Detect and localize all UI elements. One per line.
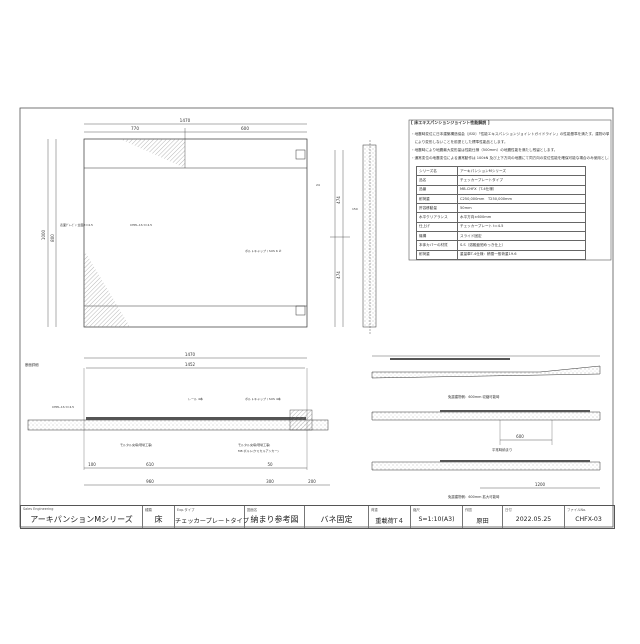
table-row: 仕上げチェッカープレート t=4.5 bbox=[416, 221, 586, 233]
tb-author: 作図 原田 bbox=[463, 506, 503, 528]
title-block: Sales Engineering アーキパンションMシリーズ 種類 床 Exp… bbox=[20, 505, 615, 529]
section-plate-label: CHPL-1S t=4.5 bbox=[52, 405, 74, 409]
notes-box: [ 床エキスパンションジョイント性能解説 ] ・地震時変位に日本建築構造協会〔J… bbox=[409, 120, 611, 260]
notes-line: ・地震時変位に日本建築構造協会〔JSSI〕「性能エキスパンションジョイントガイド… bbox=[411, 132, 609, 136]
detail-dim-600: 600 bbox=[516, 434, 524, 439]
table-row: 水平クリアランス水平方向±600mm bbox=[416, 212, 586, 223]
plan-dim-h-left: 800 bbox=[50, 234, 55, 242]
tb-load: 荷重 重載荷T４ bbox=[369, 506, 411, 528]
notes-title: [ 床エキスパンションジョイント性能解説 ] bbox=[411, 120, 490, 125]
plan-plate-label: CHPL-1S t=4.5 bbox=[130, 223, 152, 227]
plan-dim-small: 24 bbox=[316, 183, 320, 187]
tb-method: バネ固定 bbox=[305, 506, 369, 528]
notes-line: ・通常変位の地震変位による通常動作は 100kN 及び上下方向の地震にて同方向の… bbox=[411, 156, 609, 160]
notes-line: により変形しないことを前提とした標準性能品とします。 bbox=[411, 140, 508, 144]
detail3-label: 免震建物側：600mm 拡大可能時 bbox=[448, 494, 500, 499]
notes-line: ・地震時により地震最大変形量は性能仕様（500mm）の地震性能を満たし残留としま… bbox=[411, 148, 558, 152]
section-dim-b2: 610 bbox=[146, 462, 154, 467]
notes-lines: ・地震時変位に日本建築構造協会〔JSSI〕「性能エキスパンションジョイントガイド… bbox=[411, 132, 609, 164]
plan-hatch-bottom bbox=[84, 250, 130, 327]
tb-scale: 縮尺 S=1:10(A3) bbox=[411, 506, 463, 528]
plan-dim-474a: 474 bbox=[336, 196, 341, 204]
section-anchor3: M8 ボルト(ケミカルアンカー) bbox=[238, 448, 279, 453]
plan-side-dim: 150 bbox=[352, 207, 358, 211]
section-dim-b3: 50 bbox=[267, 462, 273, 467]
section-dim-b5: 300 bbox=[266, 479, 274, 484]
plan-dim-474b: 474 bbox=[336, 271, 341, 279]
section-bolt-label: ボルトキャップ / SUS 4本 bbox=[245, 396, 281, 401]
tb-category: 種類 床 bbox=[143, 506, 175, 528]
plan-hatch-top bbox=[120, 139, 185, 168]
plan-bolt-label: ボルトキャップ / SUS 6 ∅ bbox=[245, 248, 282, 253]
tb-type: Exp.タイプ チェッカープレートタイプ bbox=[175, 506, 249, 528]
section-rail-label: レール 4本 bbox=[188, 396, 203, 401]
plan-view: 1470 770 600 1000 800 表面ｸﾞﾚｰﾋﾟﾝ 全面 t=4.5… bbox=[41, 118, 377, 335]
plan-dim-height: 1000 bbox=[41, 229, 46, 240]
notes-frame bbox=[408, 119, 612, 261]
plan-bolt-bottom bbox=[295, 305, 306, 316]
plan-side-strip bbox=[362, 144, 377, 328]
detail1-label: 免震建物側：600mm 収縮可能時 bbox=[448, 394, 500, 399]
section-view: 断面詳細 1470 1452 CHPL-1S t=4.5 レール 4本 ボルトキ… bbox=[25, 352, 330, 486]
tb-date: 日付 2022.05.25 bbox=[503, 506, 565, 528]
detail-dim-1200: 1200 bbox=[535, 482, 546, 487]
table-row: 耐荷重重量車T-4仕様：積雪一般荷重19.6 bbox=[416, 249, 586, 260]
plan-dim-total: 1470 bbox=[180, 118, 191, 123]
plan-left-label: 表面ｸﾞﾚｰﾋﾟﾝ 全面 t=4.5 bbox=[60, 222, 93, 227]
section-dim-total: 1470 bbox=[185, 352, 196, 357]
section-anchor1: モルタル充填(現場工事) bbox=[120, 442, 152, 447]
section-tag: 断面詳細 bbox=[25, 362, 39, 367]
sheet-border bbox=[19, 107, 614, 528]
table-row: シリーズ名アーキパンションMシリーズ bbox=[416, 165, 586, 177]
detail2-label: 平常時納まり bbox=[492, 447, 512, 452]
section-dim-b1: 100 bbox=[88, 462, 96, 467]
section-dim-b6: 200 bbox=[308, 479, 316, 484]
plan-dim-right: 600 bbox=[241, 126, 249, 131]
detail-views: 600 免震建物側：600mm 収縮可能時 平常時納まり 1200 免震建物側：… bbox=[371, 355, 601, 499]
tb-file: ファイルNo. CHFX-03 bbox=[567, 508, 602, 523]
table-row: 機構スライド固定 bbox=[416, 231, 586, 242]
plan-dim-left: 770 bbox=[131, 126, 139, 131]
section-dim-b4: 960 bbox=[146, 479, 154, 484]
plan-bolt-top bbox=[295, 149, 306, 160]
tb-drawing: 図面名 納まり参考図 bbox=[245, 506, 305, 528]
table-row: 品名チェッカープレートタイプ bbox=[416, 175, 586, 186]
section-anchor2: モルタル充填(現場工事) bbox=[238, 442, 270, 447]
section-dim-inner: 1452 bbox=[185, 362, 196, 367]
tb-series: Sales Engineering アーキパンションMシリーズ bbox=[21, 506, 143, 528]
